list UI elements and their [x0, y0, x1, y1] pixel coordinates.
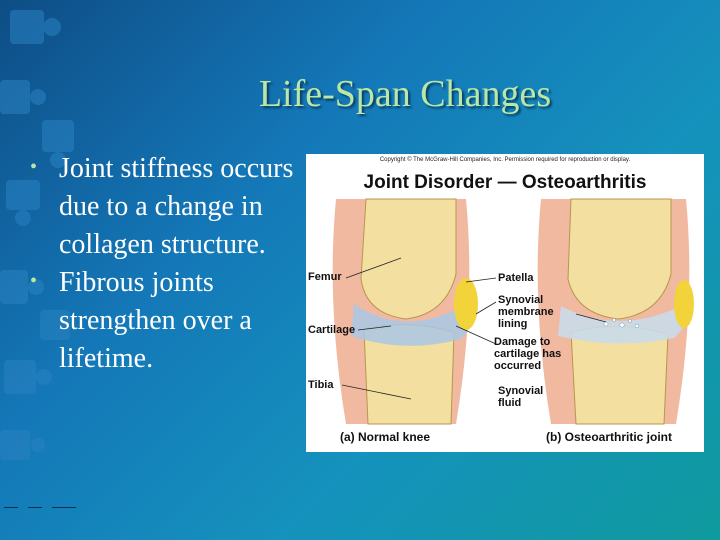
- label-damage: Damage to cartilage has occurred: [494, 336, 561, 372]
- label-line: membrane: [498, 306, 554, 318]
- bullet-text: Fibrous joints strengthen over a lifetim…: [59, 267, 252, 374]
- label-line: Synovial: [498, 385, 544, 397]
- label-line: lining: [498, 318, 528, 330]
- figure-copyright: Copyright © The McGraw-Hill Companies, I…: [379, 157, 631, 163]
- label-line: Synovial: [498, 294, 544, 306]
- label-femur: Femur: [308, 271, 342, 283]
- bullet-dot-icon: •: [30, 270, 38, 292]
- knee-illustration: [332, 198, 694, 425]
- label-line: occurred: [494, 360, 542, 372]
- caption-normal-knee: (a) Normal knee: [340, 430, 431, 444]
- bullet-text: Joint stiffness occurs due to a change i…: [59, 153, 294, 260]
- normal-knee-drawing: [332, 198, 478, 425]
- bullet-item: • Fibrous joints strengthen over a lifet…: [28, 264, 298, 378]
- bullet-dot-icon: •: [30, 156, 38, 178]
- bottom-decoration: [4, 495, 86, 513]
- slide-title: Life-Span Changes: [258, 73, 552, 115]
- puzzle-pattern-decoration: [0, 10, 74, 460]
- label-tibia: Tibia: [308, 379, 334, 391]
- osteoarthritic-knee-drawing: [537, 198, 694, 425]
- label-line: fluid: [498, 397, 522, 409]
- label-synovial-membrane: Synovial membrane lining: [498, 294, 554, 330]
- label-line: cartilage has: [494, 348, 562, 360]
- label-cartilage: Cartilage: [308, 324, 356, 336]
- osteoarthritis-figure: Copyright © The McGraw-Hill Companies, I…: [306, 154, 704, 452]
- bullet-list: • Joint stiffness occurs due to a change…: [28, 150, 298, 378]
- bullet-item: • Joint stiffness occurs due to a change…: [28, 150, 298, 264]
- caption-osteoarthritic-joint: (b) Osteoarthritic joint: [546, 430, 672, 444]
- label-patella: Patella: [498, 272, 534, 284]
- label-line: Damage to: [494, 336, 551, 348]
- label-synovial-fluid: Synovial fluid: [498, 385, 543, 409]
- figure-title: Joint Disorder — Osteoarthritis: [363, 172, 647, 193]
